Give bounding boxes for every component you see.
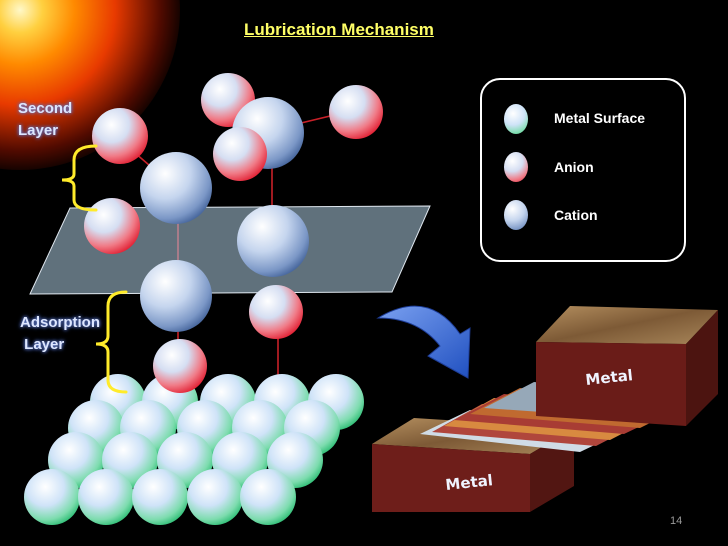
legend-label-cation: Cation [554,207,598,223]
metal-label-top: Metal [585,366,634,389]
slide-number: 14 [670,515,683,527]
curved-arrow [376,305,471,379]
cation-sphere-icon [504,200,528,230]
slide-title: Lubrication Mechanism [244,20,434,39]
adsorption-layer-label: Adsorption Layer [20,314,100,353]
legend-label-anion: Anion [554,159,594,175]
legend-label-metal-surface: Metal Surface [554,110,646,126]
brace-brackets [61,144,128,394]
metal-block-illustration: Metal Metal [372,306,718,512]
metal-label-bottom: Metal [445,471,494,494]
legend: Metal Surface Anion Cation [480,78,686,262]
cation-spheres [140,97,309,332]
anion-spheres [92,73,383,164]
metal-surface-spheres [24,374,364,525]
second-layer-label: Second Layer [18,100,73,139]
anion-sphere-icon [504,152,528,182]
anion-spheres-front [84,127,303,393]
metal-surface-sphere-icon [504,104,528,134]
